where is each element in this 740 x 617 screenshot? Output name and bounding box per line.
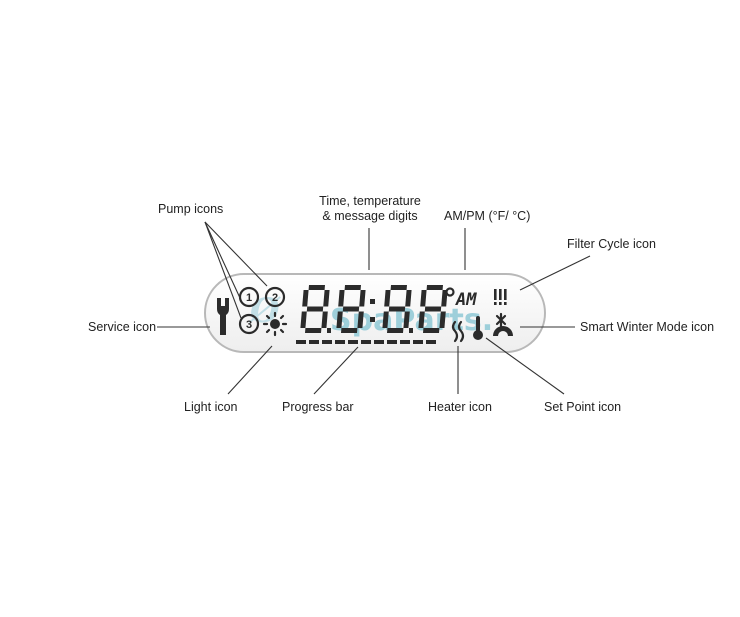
digit-3-seg-bottom-left: [382, 311, 389, 328]
filter-bars-icon: [494, 289, 507, 305]
label-am-pm: AM/PM (°F/ °C): [444, 209, 531, 223]
digit-1-seg-top-right: [323, 290, 330, 307]
digit-3-seg-bottom: [387, 328, 404, 333]
digit-1-seg-top: [308, 285, 325, 290]
digit-4-seg-bottom: [423, 328, 440, 333]
svg-text:3: 3: [246, 319, 252, 331]
digit-3-seg-bottom-right: [403, 311, 410, 328]
label-light: Light icon: [184, 400, 238, 414]
wrench-icon: [217, 298, 229, 335]
leader-set-point: [485, 337, 565, 395]
digit-1-seg-middle: [306, 306, 324, 312]
label-digits-line2: & message digits: [322, 209, 418, 223]
svg-text:2: 2: [272, 292, 278, 304]
digit-2-seg-top-left: [338, 290, 345, 307]
progress-segment: [296, 340, 306, 344]
progress-segment: [322, 340, 332, 344]
label-smart-winter: Smart Winter Mode icon: [580, 320, 715, 334]
digit-2-seg-bottom-right: [357, 311, 364, 328]
leader-progress: [313, 346, 359, 395]
digit-2-seg-top-right: [359, 290, 366, 307]
digit-3-decimal-point: [409, 328, 413, 333]
seven-segment-digits: [300, 285, 448, 333]
label-pump-icons: Pump icons: [158, 202, 224, 216]
digit-1-decimal-point: [327, 328, 331, 333]
progress-segment: [335, 340, 345, 344]
progress-segment: [400, 340, 410, 344]
digit-2-seg-top: [344, 285, 361, 290]
leader-pump-2: [204, 221, 268, 287]
label-progress-bar: Progress bar: [282, 400, 354, 414]
digit-4-seg-top-left: [420, 290, 427, 307]
digit-2-seg-bottom: [341, 328, 358, 333]
progress-segment: [309, 340, 319, 344]
pump-icon-2: 2: [264, 286, 286, 308]
digit-1-seg-bottom: [305, 328, 322, 333]
label-set-point: Set Point icon: [544, 400, 622, 414]
progress-segment: [426, 340, 436, 344]
digit-4-seg-middle: [424, 306, 442, 312]
digit-1-seg-bottom-right: [321, 311, 328, 328]
am-text: AM: [455, 290, 477, 310]
leader-lines: [157, 221, 591, 395]
digit-3-seg-middle: [388, 306, 406, 312]
digit-4-seg-bottom-right: [439, 311, 446, 328]
progress-segment: [387, 340, 397, 344]
thermometer-icon: [473, 316, 483, 340]
heat-waves-icon: [451, 320, 465, 343]
digit-3-seg-top-right: [405, 290, 412, 307]
digit-3-seg-top-left: [384, 290, 391, 307]
am-pm-indicator: AM: [445, 287, 477, 310]
lcd-panel: [204, 273, 546, 353]
digit-1-seg-top-left: [302, 290, 309, 307]
digit-3-seg-top: [390, 285, 407, 290]
digit-1-seg-bottom-left: [300, 311, 307, 328]
digit-4-seg-bottom-left: [418, 311, 425, 328]
leader-filter: [519, 255, 591, 291]
svg-text:1: 1: [246, 292, 252, 304]
leader-light: [227, 345, 273, 395]
label-digits-line1: Time, temperature: [319, 194, 421, 208]
sun-icon: [262, 311, 288, 337]
snowflake-dome-icon: [493, 312, 513, 336]
label-service: Service icon: [88, 320, 157, 334]
progress-segment: [413, 340, 423, 344]
label-filter-cycle: Filter Cycle icon: [567, 237, 656, 251]
progress-segment: [361, 340, 371, 344]
leader-pump-1: [204, 221, 241, 299]
leader-pump-3: [204, 221, 242, 319]
digit-2-seg-bottom-left: [336, 311, 343, 328]
label-digits: Time, temperature & message digits: [310, 194, 430, 224]
digit-4-seg-top: [426, 285, 443, 290]
progress-bar: [296, 340, 436, 344]
digit-2-seg-middle: [342, 306, 360, 312]
colon-dot-1: [370, 299, 375, 304]
label-heater: Heater icon: [428, 400, 492, 414]
colon-dot-2: [370, 317, 375, 322]
progress-segment: [348, 340, 358, 344]
progress-segment: [374, 340, 384, 344]
pump-icon-3: 3: [238, 313, 260, 335]
